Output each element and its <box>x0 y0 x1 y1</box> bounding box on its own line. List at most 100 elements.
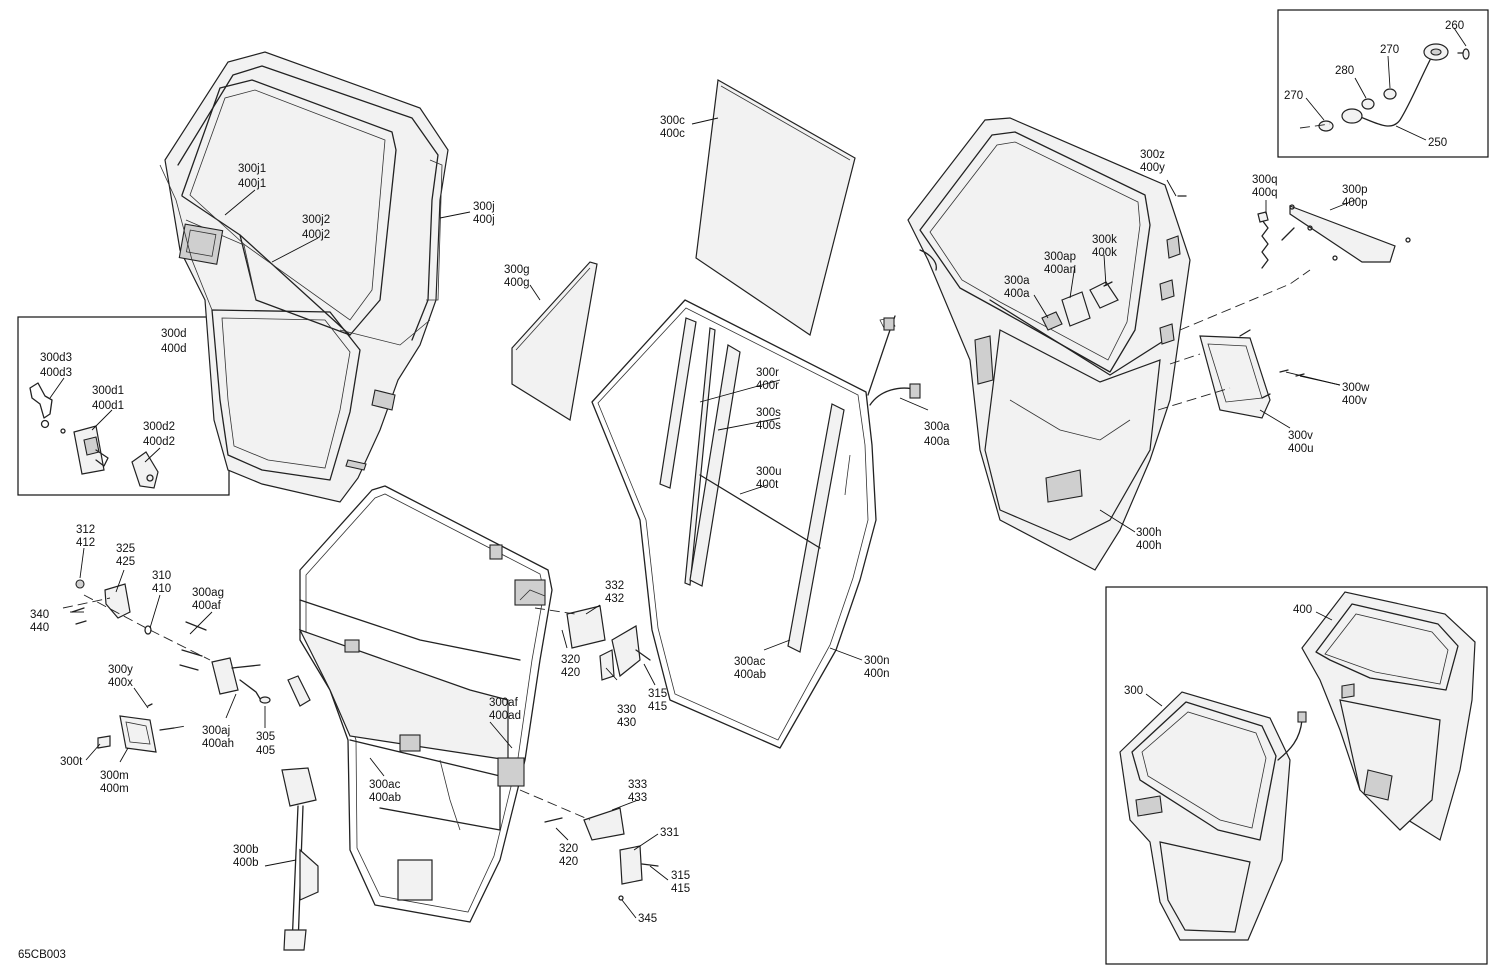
callout-latch-d1-b: 400d1 <box>92 400 124 412</box>
callout-handle-m-a: 300m <box>100 770 129 782</box>
callout-striker-332-a: 332 <box>605 580 624 592</box>
callout-screw-y-b: 400x <box>108 677 133 689</box>
callout-handle-t: 300t <box>60 756 83 768</box>
callout-door-panel-j2-a: 300j2 <box>302 214 330 226</box>
callout-plate-331: 331 <box>660 827 679 839</box>
callout-door-panel-j1-a: 300j1 <box>238 163 266 175</box>
callout-latch-d3-a: 300d3 <box>40 352 72 364</box>
callout-door-panel-j2-b: 400j2 <box>302 229 330 241</box>
callout-plate-330-b: 430 <box>617 717 636 729</box>
callout-switch-ap-b: 400an <box>1044 264 1076 276</box>
callout-latch-d1-a: 300d1 <box>92 385 124 397</box>
explosion-lines <box>62 123 1331 821</box>
callout-strap-250: 250 <box>1428 137 1447 149</box>
callout-striker-332-b: 432 <box>605 593 624 605</box>
callout-connector-k-b: 400k <box>1092 247 1117 259</box>
callout-plate-330-a: 330 <box>617 704 636 716</box>
plate-300p <box>1289 205 1396 263</box>
assembled-door-300 <box>1119 691 1307 941</box>
callout-glass-g-a: 300g <box>504 264 530 276</box>
striker-plates <box>544 605 659 901</box>
callout-pin-305-a: 305 <box>256 731 275 743</box>
leader-lines <box>49 27 1467 919</box>
callout-channel-s-a: 300s <box>756 407 781 419</box>
door-inner-300h <box>907 117 1191 571</box>
callout-frame-af-b: 400ad <box>489 710 521 722</box>
callout-screw-315-bottom-b: 415 <box>671 883 690 895</box>
callout-rod-u-a: 300u <box>756 466 782 478</box>
callout-screw-w-a: 300w <box>1342 382 1370 394</box>
callout-bolt-320-bottom-a: 320 <box>559 843 578 855</box>
callout-seal-ac-center-b: 400ab <box>734 669 766 681</box>
callout-channel-s-b: 400s <box>756 420 781 432</box>
callout-connector-a-right-a: 300a <box>1004 275 1030 287</box>
callout-regulator-b-b: 400b <box>233 857 259 869</box>
callout-labels: 300j1 400j1 300j2 400j2 300j 400j 300d 4… <box>18 20 1464 961</box>
callout-pin-305-b: 405 <box>256 745 275 757</box>
hinge-hardware <box>71 579 311 753</box>
callout-screw-z-a: 300z <box>1140 149 1165 161</box>
callout-door-panel-j1-b: 400j1 <box>238 178 266 190</box>
inner-door-frame <box>298 485 553 923</box>
callout-washer-270-left: 270 <box>1284 90 1303 102</box>
callout-plate-p-b: 400p <box>1342 197 1368 209</box>
callout-screw-315-top-a: 315 <box>648 688 667 700</box>
callout-latch-d3-b: 400d3 <box>40 367 72 379</box>
door-strap-parts <box>1318 43 1470 132</box>
callout-washer-310-a: 310 <box>152 570 171 582</box>
callout-channel-r-b: 400r <box>756 380 779 392</box>
callout-handle-m-b: 400m <box>100 783 129 795</box>
callout-seal-ac-left-a: 300ac <box>369 779 401 791</box>
callout-spring-q-b: 400q <box>1252 187 1278 199</box>
callout-pocket-v-b: 400u <box>1288 443 1314 455</box>
callout-channel-r-a: 300r <box>756 367 779 379</box>
callout-pin-aj-a: 300aj <box>202 725 230 737</box>
callout-door-h-a: 300h <box>1136 527 1162 539</box>
callout-screw-z-b: 400y <box>1140 162 1165 174</box>
callout-washer-310-b: 410 <box>152 583 171 595</box>
callout-pin-ag-b: 400af <box>192 600 222 612</box>
glass-300c <box>695 79 856 336</box>
figure-code: 65CB003 <box>18 949 66 961</box>
callout-rod-u-b: 400t <box>756 479 779 491</box>
callout-plate-p-a: 300p <box>1342 184 1368 196</box>
callout-screw-345: 345 <box>638 913 657 925</box>
callout-bracket-325-b: 425 <box>116 556 135 568</box>
callout-screw-y-a: 300y <box>108 664 133 676</box>
storage-pocket-300v <box>1199 335 1271 419</box>
callout-striker-333-a: 333 <box>628 779 647 791</box>
callout-pocket-v-a: 300v <box>1288 430 1313 442</box>
callout-seal-n-b: 400n <box>864 668 890 680</box>
window-seal-300n <box>591 299 921 749</box>
callout-latch-d2-a: 300d2 <box>143 421 175 433</box>
callout-wire-a-center-a: 300a <box>924 421 950 433</box>
callout-pin-ag-a: 300ag <box>192 587 224 599</box>
callout-seal-n-a: 300n <box>864 655 890 667</box>
callout-screw-315-bottom-a: 315 <box>671 870 690 882</box>
callout-seal-ac-left-b: 400ab <box>369 792 401 804</box>
callout-bolt-320-top-a: 320 <box>561 654 580 666</box>
callout-nut-312-b: 412 <box>76 537 95 549</box>
callout-bushing-280: 280 <box>1335 65 1354 77</box>
callout-latch-kit-a: 300d <box>161 328 187 340</box>
callout-nut-312-a: 312 <box>76 524 95 536</box>
door-shell-300j <box>159 51 449 503</box>
latch-assembly-parts <box>29 382 159 489</box>
window-regulator-300b <box>281 767 319 951</box>
assembly-inset-box <box>1105 586 1488 965</box>
callout-door-panel-j-b: 400j <box>473 214 495 226</box>
callout-latch-d2-b: 400d2 <box>143 436 175 448</box>
callout-seal-ac-center-a: 300ac <box>734 656 766 668</box>
callout-screw-315-top-b: 415 <box>648 701 667 713</box>
callout-spring-q-a: 300q <box>1252 174 1278 186</box>
callout-glass-c-a: 300c <box>660 115 685 127</box>
callout-connector-k-a: 300k <box>1092 234 1117 246</box>
connectors <box>1041 281 1119 331</box>
strap-inset-box <box>1277 9 1489 158</box>
callout-frame-af-a: 300af <box>489 697 519 709</box>
callout-bracket-325-a: 325 <box>116 543 135 555</box>
callout-bolt-320-top-b: 420 <box>561 667 580 679</box>
callout-striker-333-b: 433 <box>628 792 647 804</box>
callout-regulator-b-a: 300b <box>233 844 259 856</box>
